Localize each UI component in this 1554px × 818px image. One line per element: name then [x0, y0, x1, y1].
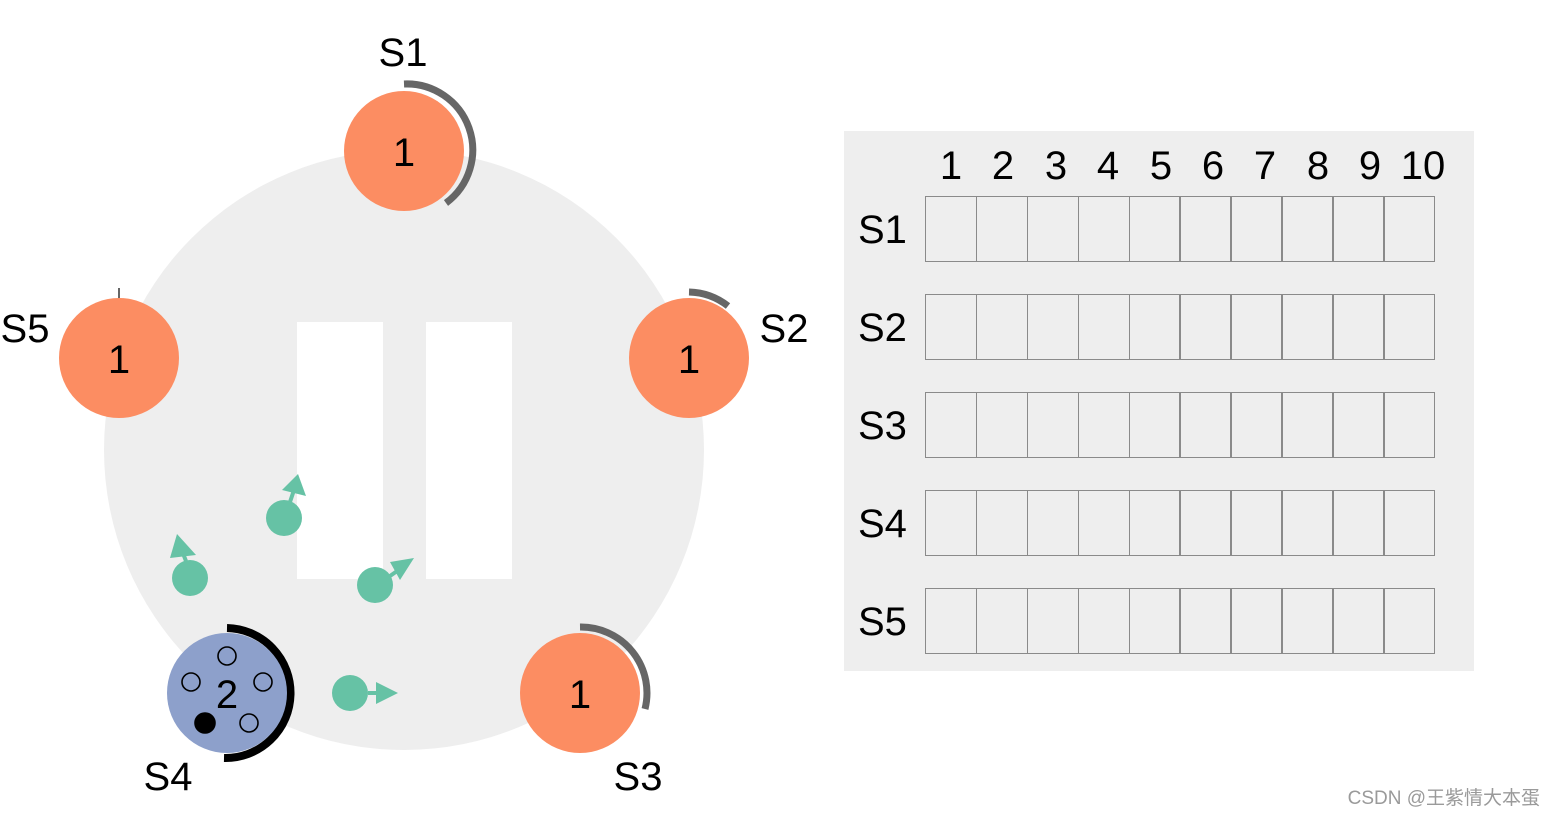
log-panel: 1 2 3 4 5 6 7 8 9 10 S1 S2 S3 S4 S5 [844, 131, 1474, 671]
log-entry-cell[interactable] [925, 294, 978, 360]
server-label: S3 [614, 755, 663, 799]
log-index-header: 3 [1044, 144, 1068, 188]
log-entry-cell[interactable] [925, 196, 978, 262]
log-entry-cell[interactable] [975, 196, 1029, 262]
log-entry-cell[interactable] [1332, 196, 1385, 262]
log-entry-cell[interactable] [1077, 294, 1131, 360]
log-entry-cell[interactable] [1383, 294, 1436, 360]
log-index-header: 4 [1096, 144, 1120, 188]
log-entry-cell[interactable] [1026, 196, 1080, 262]
log-entry-cell[interactable] [1077, 196, 1131, 262]
log-entry-cell[interactable] [1026, 392, 1080, 458]
server-label: S5 [1, 307, 50, 351]
log-entry-cell[interactable] [1230, 490, 1283, 556]
log-entry-cell[interactable] [1281, 588, 1334, 654]
log-index-header: 7 [1253, 144, 1277, 188]
log-entry-cell[interactable] [975, 294, 1029, 360]
log-entry-cell[interactable] [1230, 196, 1283, 262]
server-label: S1 [379, 31, 428, 75]
election-timer-arc [579, 623, 651, 710]
log-entry-cell[interactable] [1179, 294, 1232, 360]
server-label: S4 [144, 755, 193, 799]
message-request-vote [266, 474, 306, 536]
log-entry-cell[interactable] [925, 392, 978, 458]
message-request-vote [170, 534, 208, 596]
server-term: 1 [108, 338, 130, 382]
server-s4[interactable]: 2 S4 [144, 624, 295, 799]
log-index-header: 1 [939, 144, 963, 188]
log-entry-cell[interactable] [1026, 588, 1080, 654]
log-index-header: 2 [991, 144, 1015, 188]
log-entry-cell[interactable] [1026, 294, 1080, 360]
log-entry-cell[interactable] [1332, 490, 1385, 556]
server-label: S2 [760, 307, 809, 351]
log-entry-cell[interactable] [1281, 294, 1334, 360]
log-entry-cell[interactable] [1230, 294, 1283, 360]
election-timer-arc [223, 624, 295, 763]
log-row-label: S4 [858, 502, 907, 546]
log-row-s4 [925, 490, 1449, 556]
log-entry-cell[interactable] [1332, 588, 1385, 654]
log-entry-cell[interactable] [1383, 490, 1436, 556]
message-request-vote [332, 675, 398, 711]
log-entry-cell[interactable] [1281, 196, 1334, 262]
log-row-label: S2 [858, 306, 907, 350]
log-entry-cell[interactable] [1383, 392, 1436, 458]
log-index-header: 9 [1358, 144, 1382, 188]
log-entry-cell[interactable] [1128, 392, 1181, 458]
pause-icon[interactable] [297, 322, 512, 579]
log-entry-cell[interactable] [1128, 294, 1181, 360]
server-term: 1 [678, 338, 700, 382]
log-entry-cell[interactable] [1026, 490, 1080, 556]
log-entry-cell[interactable] [1332, 294, 1385, 360]
log-entry-cell[interactable] [925, 490, 978, 556]
log-entry-cell[interactable] [1281, 490, 1334, 556]
vote-indicators [181, 646, 273, 734]
log-entry-cell[interactable] [1281, 392, 1334, 458]
log-entry-cell[interactable] [1179, 490, 1232, 556]
server-s5[interactable]: 1 S5 [1, 288, 179, 418]
log-entry-cell[interactable] [1128, 490, 1181, 556]
log-row-s1 [925, 196, 1449, 262]
election-timer-arc [688, 288, 731, 309]
log-entry-cell[interactable] [975, 588, 1029, 654]
server-s2[interactable]: 1 S2 [629, 288, 809, 418]
log-entry-cell[interactable] [1332, 392, 1385, 458]
server-term: 1 [569, 673, 591, 717]
log-index-header: 5 [1149, 144, 1173, 188]
log-entry-cell[interactable] [975, 490, 1029, 556]
log-row-s2 [925, 294, 1449, 360]
log-row-label: S1 [858, 208, 907, 252]
log-entry-cell[interactable] [1128, 196, 1181, 262]
watermark: CSDN @王紫情大本蛋 [1347, 788, 1540, 809]
server-s3[interactable]: 1 S3 [520, 623, 663, 799]
cluster-diagram: 1 S1 1 S2 1 S3 2 S4 1 S5 [1, 31, 809, 799]
log-entry-cell[interactable] [1077, 588, 1131, 654]
log-entry-cell[interactable] [1077, 490, 1131, 556]
log-entry-cell[interactable] [975, 392, 1029, 458]
log-index-header: 6 [1201, 144, 1225, 188]
log-entry-cell[interactable] [1128, 588, 1181, 654]
log-entry-cell[interactable] [1077, 392, 1131, 458]
message-request-vote [357, 558, 414, 603]
log-index-header: 10 [1400, 144, 1446, 188]
log-entry-cell[interactable] [1179, 392, 1232, 458]
election-timer-arc [403, 80, 477, 206]
log-row-s5 [925, 588, 1449, 654]
log-entry-cell[interactable] [1230, 588, 1283, 654]
server-term: 1 [393, 131, 415, 175]
log-entry-cell[interactable] [925, 588, 978, 654]
log-entry-cell[interactable] [1383, 588, 1436, 654]
log-entry-cell[interactable] [1179, 196, 1232, 262]
log-row-label: S5 [858, 600, 907, 644]
server-s1[interactable]: 1 S1 [344, 31, 477, 211]
log-entry-cell[interactable] [1230, 392, 1283, 458]
cluster-ring [104, 150, 704, 750]
log-entry-cell[interactable] [1179, 588, 1232, 654]
log-index-header: 8 [1306, 144, 1330, 188]
log-entry-cell[interactable] [1383, 196, 1436, 262]
server-term: 2 [216, 673, 238, 717]
log-row-s3 [925, 392, 1449, 458]
log-row-label: S3 [858, 404, 907, 448]
